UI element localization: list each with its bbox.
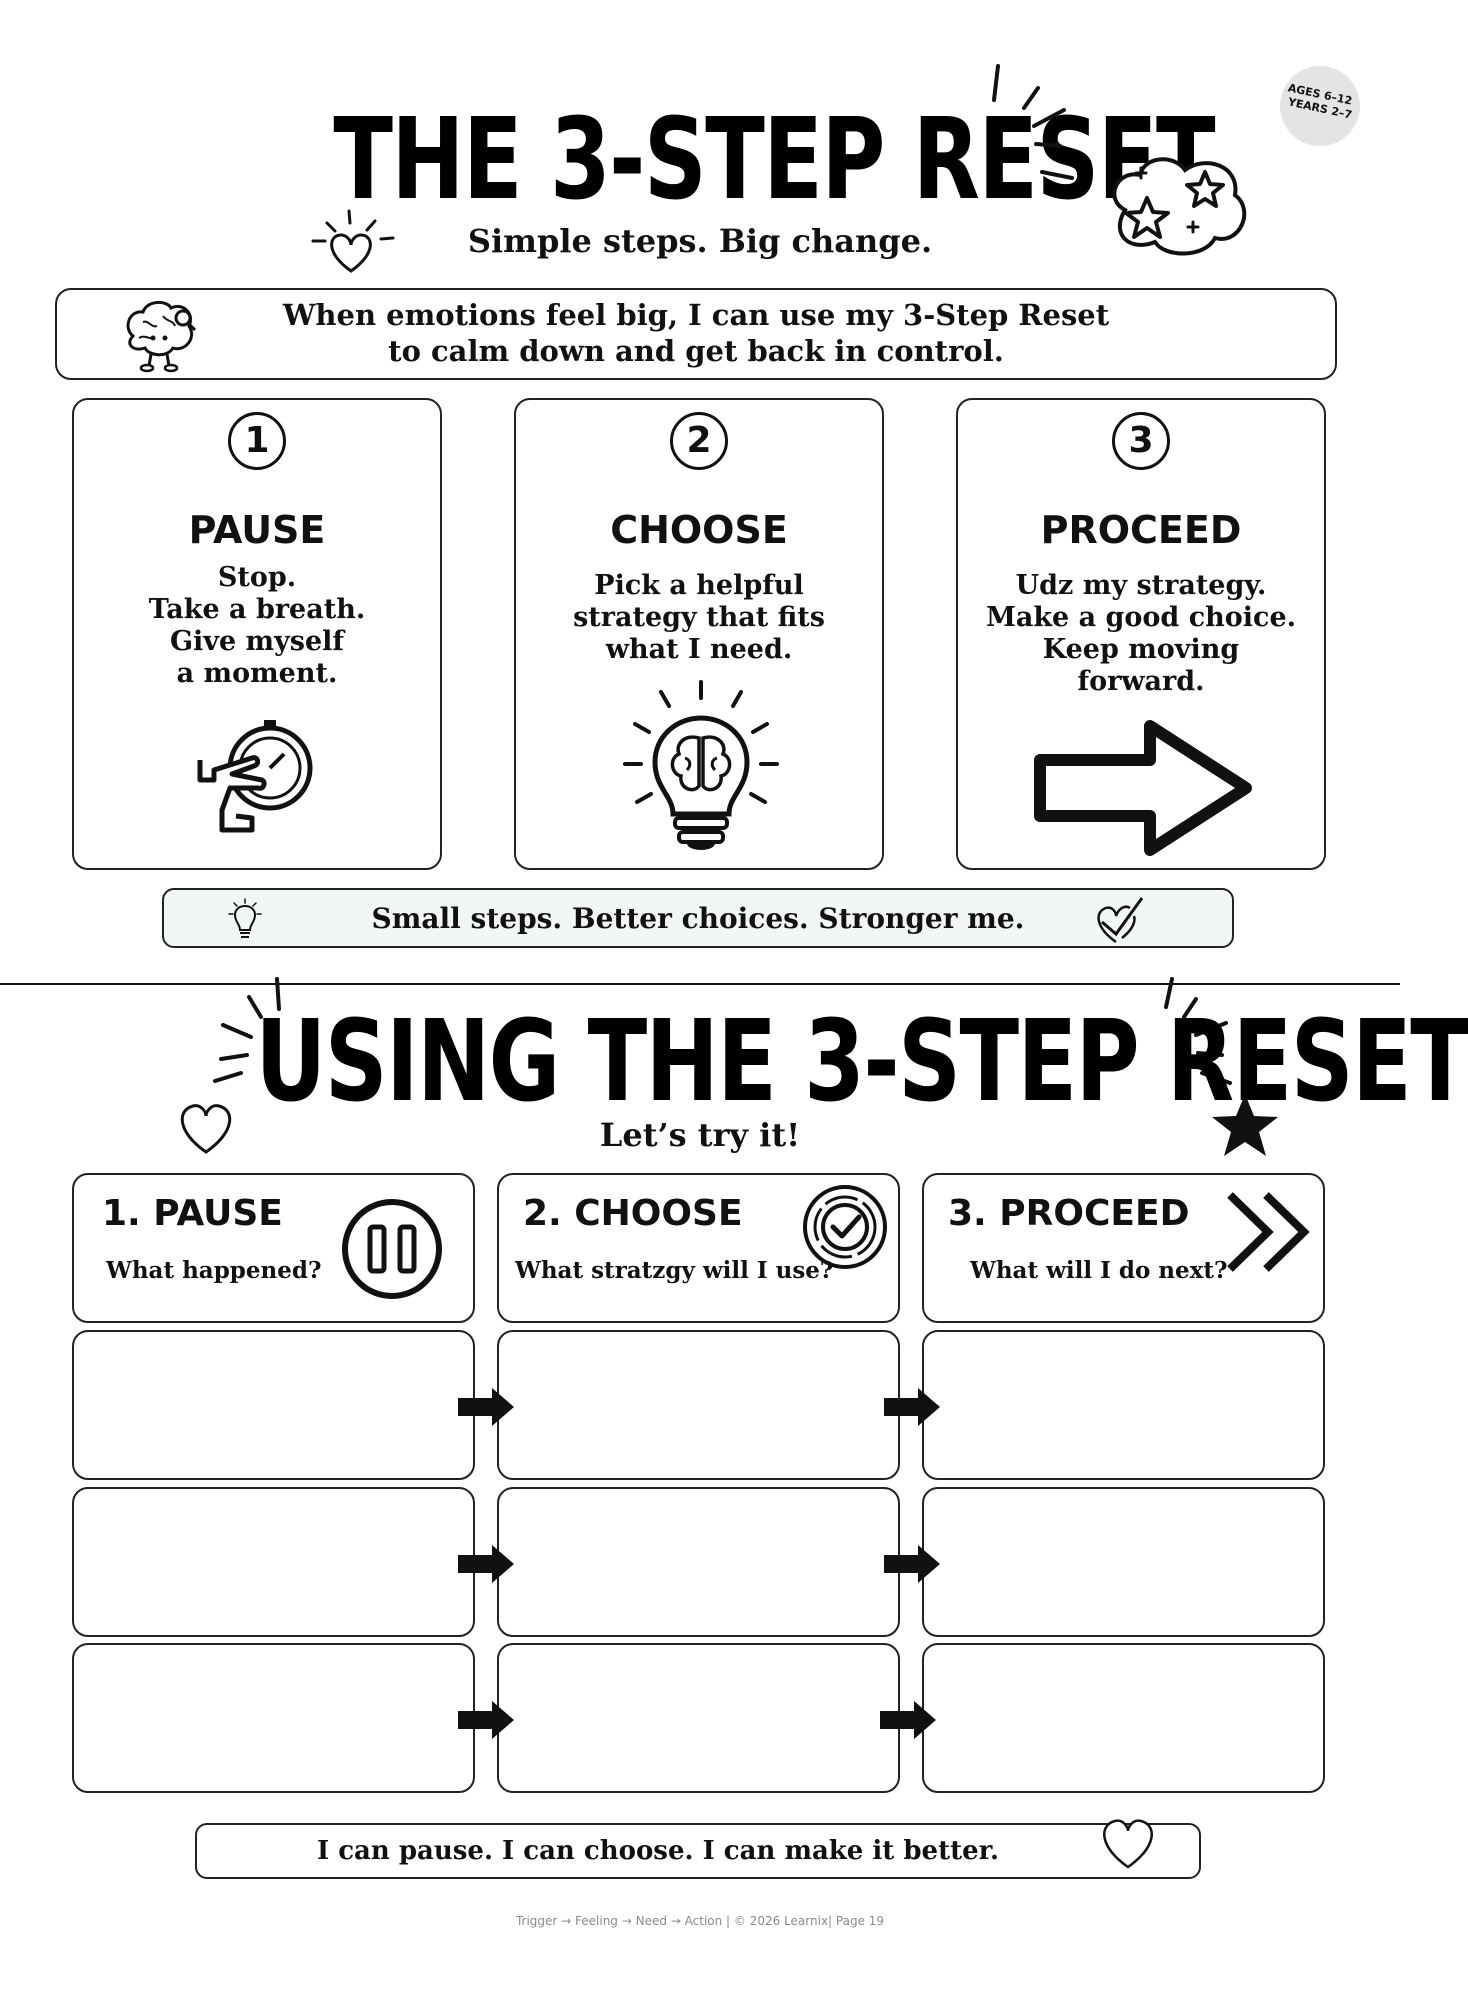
column-header-proceed: 3. PROCEED What will I do next? xyxy=(922,1173,1325,1323)
double-chevron-icon xyxy=(1227,1192,1310,1272)
column-header-choose: 2. CHOOSE What stratzgy will I use? xyxy=(497,1173,900,1323)
heart-outline-icon xyxy=(180,1104,232,1154)
column-question-proceed: What will I do next? xyxy=(970,1257,1228,1284)
answer-box-choose-1[interactable] xyxy=(497,1330,900,1480)
connector-arrow-icon xyxy=(884,1545,940,1583)
heart-check-icon xyxy=(1097,897,1144,944)
column-header-pause: 1. PAUSE What happened? xyxy=(72,1173,475,1323)
motto-text-1: Small steps. Better choices. Stronger me… xyxy=(371,902,1025,935)
heart-outline-icon xyxy=(1103,1819,1153,1869)
check-circle-icon xyxy=(803,1185,887,1269)
connector-arrow-icon xyxy=(458,1701,514,1739)
hand-stopwatch-icon xyxy=(197,720,313,833)
motto-text-2: I can pause. I can choose. I can make it… xyxy=(316,1836,999,1866)
answer-box-pause-1[interactable] xyxy=(72,1330,475,1480)
answer-box-proceed-2[interactable] xyxy=(922,1487,1325,1637)
step-text-proceed: Udz my strategy. Make a good choice. Kee… xyxy=(985,570,1297,697)
answer-box-pause-2[interactable] xyxy=(72,1487,475,1637)
intro-box: When emotions feel big, I can use my 3-S… xyxy=(55,288,1337,380)
step-card-choose: 2 CHOOSE Pick a helpful strategy that fi… xyxy=(514,398,884,870)
answer-box-choose-3[interactable] xyxy=(497,1643,900,1793)
star-icon xyxy=(1212,1094,1278,1156)
answer-box-proceed-3[interactable] xyxy=(922,1643,1325,1793)
intro-line-1: When emotions feel big, I can use my 3-S… xyxy=(282,298,1110,332)
brain-lightbulb-icon xyxy=(623,680,779,850)
section-divider xyxy=(0,983,1400,985)
step-number-1: 1 xyxy=(228,412,286,470)
answer-box-choose-2[interactable] xyxy=(497,1487,900,1637)
connector-arrow-icon xyxy=(880,1701,936,1739)
column-heading-pause: 1. PAUSE xyxy=(102,1193,283,1234)
intro-line-2: to calm down and get back in control. xyxy=(388,334,1004,368)
step-heading-pause: PAUSE xyxy=(188,508,326,552)
connector-arrow-icon xyxy=(458,1388,514,1426)
brain-mascot-icon xyxy=(126,301,197,373)
page-footer: Trigger → Feeling → Need → Action | © 20… xyxy=(515,1914,885,1928)
column-heading-proceed: 3. PROCEED xyxy=(948,1193,1190,1234)
page-title: THE 3-STEP RESET xyxy=(333,95,1215,225)
answer-box-proceed-1[interactable] xyxy=(922,1330,1325,1480)
column-heading-choose: 2. CHOOSE xyxy=(523,1193,743,1234)
connector-arrow-icon xyxy=(458,1545,514,1583)
burst-lines-left-icon xyxy=(213,977,281,1083)
stars-cloud-icon xyxy=(1112,157,1247,256)
step-heading-proceed: PROCEED xyxy=(1040,508,1242,552)
step-card-pause: 1 PAUSE Stop. Take a breath. Give myself… xyxy=(72,398,442,870)
burst-lines-icon xyxy=(992,64,1074,180)
burst-lines-right-icon xyxy=(1164,977,1232,1085)
motto-banner-2: I can pause. I can choose. I can make it… xyxy=(195,1819,1201,1879)
page-subtitle: Simple steps. Big change. xyxy=(467,222,933,260)
step-number-3: 3 xyxy=(1112,412,1170,470)
heart-doodle-icon xyxy=(311,209,395,273)
step-heading-choose: CHOOSE xyxy=(610,508,788,552)
step-text-choose: Pick a helpful strategy that fits what I… xyxy=(573,570,825,665)
step-text-pause: Stop. Take a breath. Give myself a momen… xyxy=(148,562,366,689)
step-number-2: 2 xyxy=(670,412,728,470)
column-question-choose: What stratzgy will I use? xyxy=(515,1257,834,1284)
step-card-proceed: 3 PROCEED Udz my strategy. Make a good c… xyxy=(956,398,1326,870)
lightbulb-icon xyxy=(228,898,262,938)
age-badge: AGES 6–12 YEARS 2–7 xyxy=(1280,66,1360,146)
section-title: USING THE 3-STEP RESET xyxy=(255,997,1468,1127)
pause-icon xyxy=(342,1199,442,1299)
column-question-pause: What happened? xyxy=(106,1257,322,1284)
section-subtitle: Let’s try it! xyxy=(599,1116,801,1154)
motto-banner-1: Small steps. Better choices. Stronger me… xyxy=(162,888,1234,948)
arrow-right-icon xyxy=(1034,720,1252,856)
answer-box-pause-3[interactable] xyxy=(72,1643,475,1793)
connector-arrow-icon xyxy=(884,1388,940,1426)
